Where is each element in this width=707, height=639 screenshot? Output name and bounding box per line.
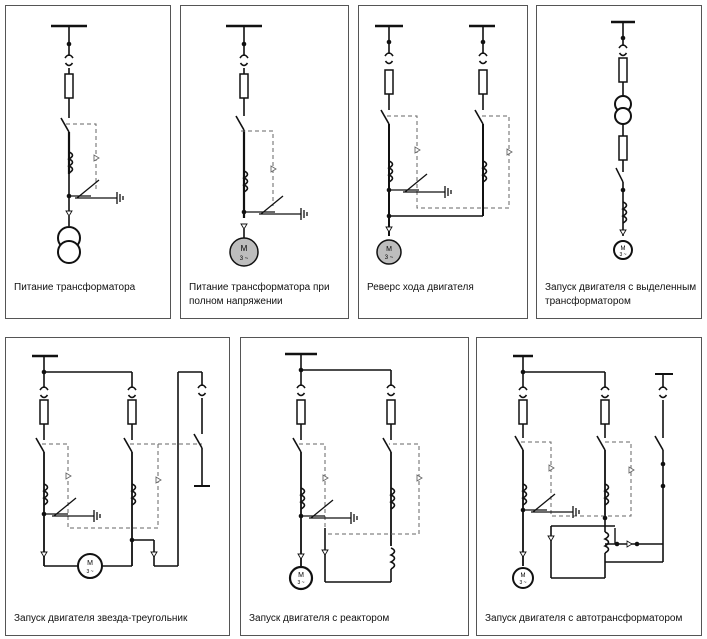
panel-autotransformer-start: M 3 ~ Запуск двигателя с автотрансформат…	[476, 337, 702, 636]
caption-motor-reversing: Реверс хода двигателя	[367, 282, 474, 293]
caption-reactor-start: Запуск двигателя с реактором	[249, 613, 390, 624]
diagram-star-delta-start: M 3 ~	[32, 354, 210, 579]
panel-full-voltage-supply: M 3 ~ Питание трансформатора при полном …	[180, 5, 349, 319]
caption-autotransformer-start: Запуск двигателя с автотрансформатором	[485, 613, 683, 624]
motor-phase-label: 3 ~	[240, 256, 249, 262]
diagram-transformer-supply	[51, 24, 124, 264]
panel-reactor-start: M 3 ~ Запуск двигателя с реактором	[240, 337, 469, 636]
caption-full-voltage-supply: Питание трансформатора при полном напряж…	[189, 282, 330, 307]
motor-name-label: M	[87, 560, 93, 567]
motor-name-label: M	[521, 573, 526, 579]
panel-motor-reversing: M 3 ~ Реверс хода двигателя	[358, 5, 528, 319]
motor-phase-label: 3 ~	[297, 580, 304, 586]
motor-phase-label: 3 ~	[619, 252, 626, 258]
panel-transformer-supply: Питание трансформатора	[5, 5, 171, 319]
diagram-full-voltage-supply: M 3 ~	[226, 24, 308, 267]
diagram-autotransformer-start: M 3 ~	[512, 354, 673, 589]
caption-dedicated-transformer-start: Запуск двигателя с выделенным трансформа…	[545, 282, 697, 307]
motor-phase-label: 3 ~	[385, 255, 394, 261]
motor-name-label: M	[386, 246, 392, 253]
diagram-reactor-start: M 3 ~	[285, 352, 423, 591]
panel-star-delta-start: M 3 ~ Запуск двигателя звезда-треугольни…	[5, 337, 230, 636]
diagram-dedicated-transformer-start: M 3 ~	[611, 20, 635, 260]
caption-star-delta-start: Запуск двигателя звезда-треугольник	[14, 613, 188, 624]
motor-name-label: M	[298, 572, 304, 579]
motor-phase-label: 3 ~	[519, 580, 526, 586]
motor-name-label: M	[621, 246, 626, 252]
panel-dedicated-transformer-start: M 3 ~ Запуск двигателя с выделенным тран…	[536, 5, 702, 319]
motor-name-label: M	[241, 244, 248, 253]
caption-transformer-supply: Питание трансформатора	[14, 282, 136, 293]
motor-phase-label: 3 ~	[86, 569, 93, 575]
diagram-motor-reversing: M 3 ~	[375, 24, 513, 265]
